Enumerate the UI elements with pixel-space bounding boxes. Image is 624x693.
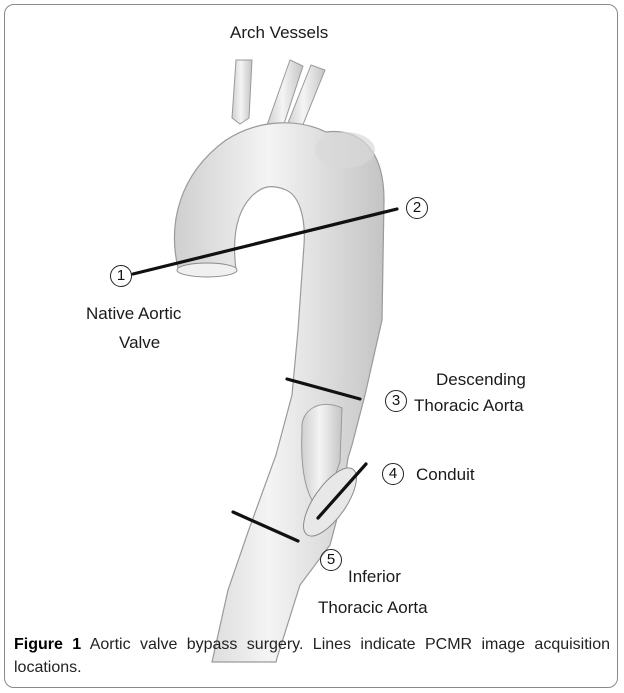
label-native-aortic-line1: Native Aortic: [86, 304, 181, 324]
marker-3: 3: [385, 390, 407, 412]
marker-4: 4: [382, 463, 404, 485]
figure-label: Figure 1: [14, 636, 81, 653]
label-conduit: Conduit: [416, 465, 475, 485]
marker-1: 1: [110, 265, 132, 287]
marker-2: 2: [406, 197, 428, 219]
figure-caption: Figure 1 Aortic valve bypass surgery. Li…: [14, 633, 610, 679]
label-native-aortic-line2: Valve: [119, 333, 160, 353]
label-inferior-line2: Thoracic Aorta: [318, 598, 428, 618]
arch-vessels: [232, 60, 325, 132]
label-descending-line1: Descending: [436, 370, 526, 390]
label-inferior-line1: Inferior: [348, 567, 401, 587]
marker-5: 5: [320, 549, 342, 571]
caption-text: Aortic valve bypass surgery. Lines indic…: [14, 636, 610, 676]
valve-opening: [177, 263, 237, 277]
label-descending-line2: Thoracic Aorta: [414, 396, 524, 416]
label-arch-vessels: Arch Vessels: [230, 23, 328, 43]
